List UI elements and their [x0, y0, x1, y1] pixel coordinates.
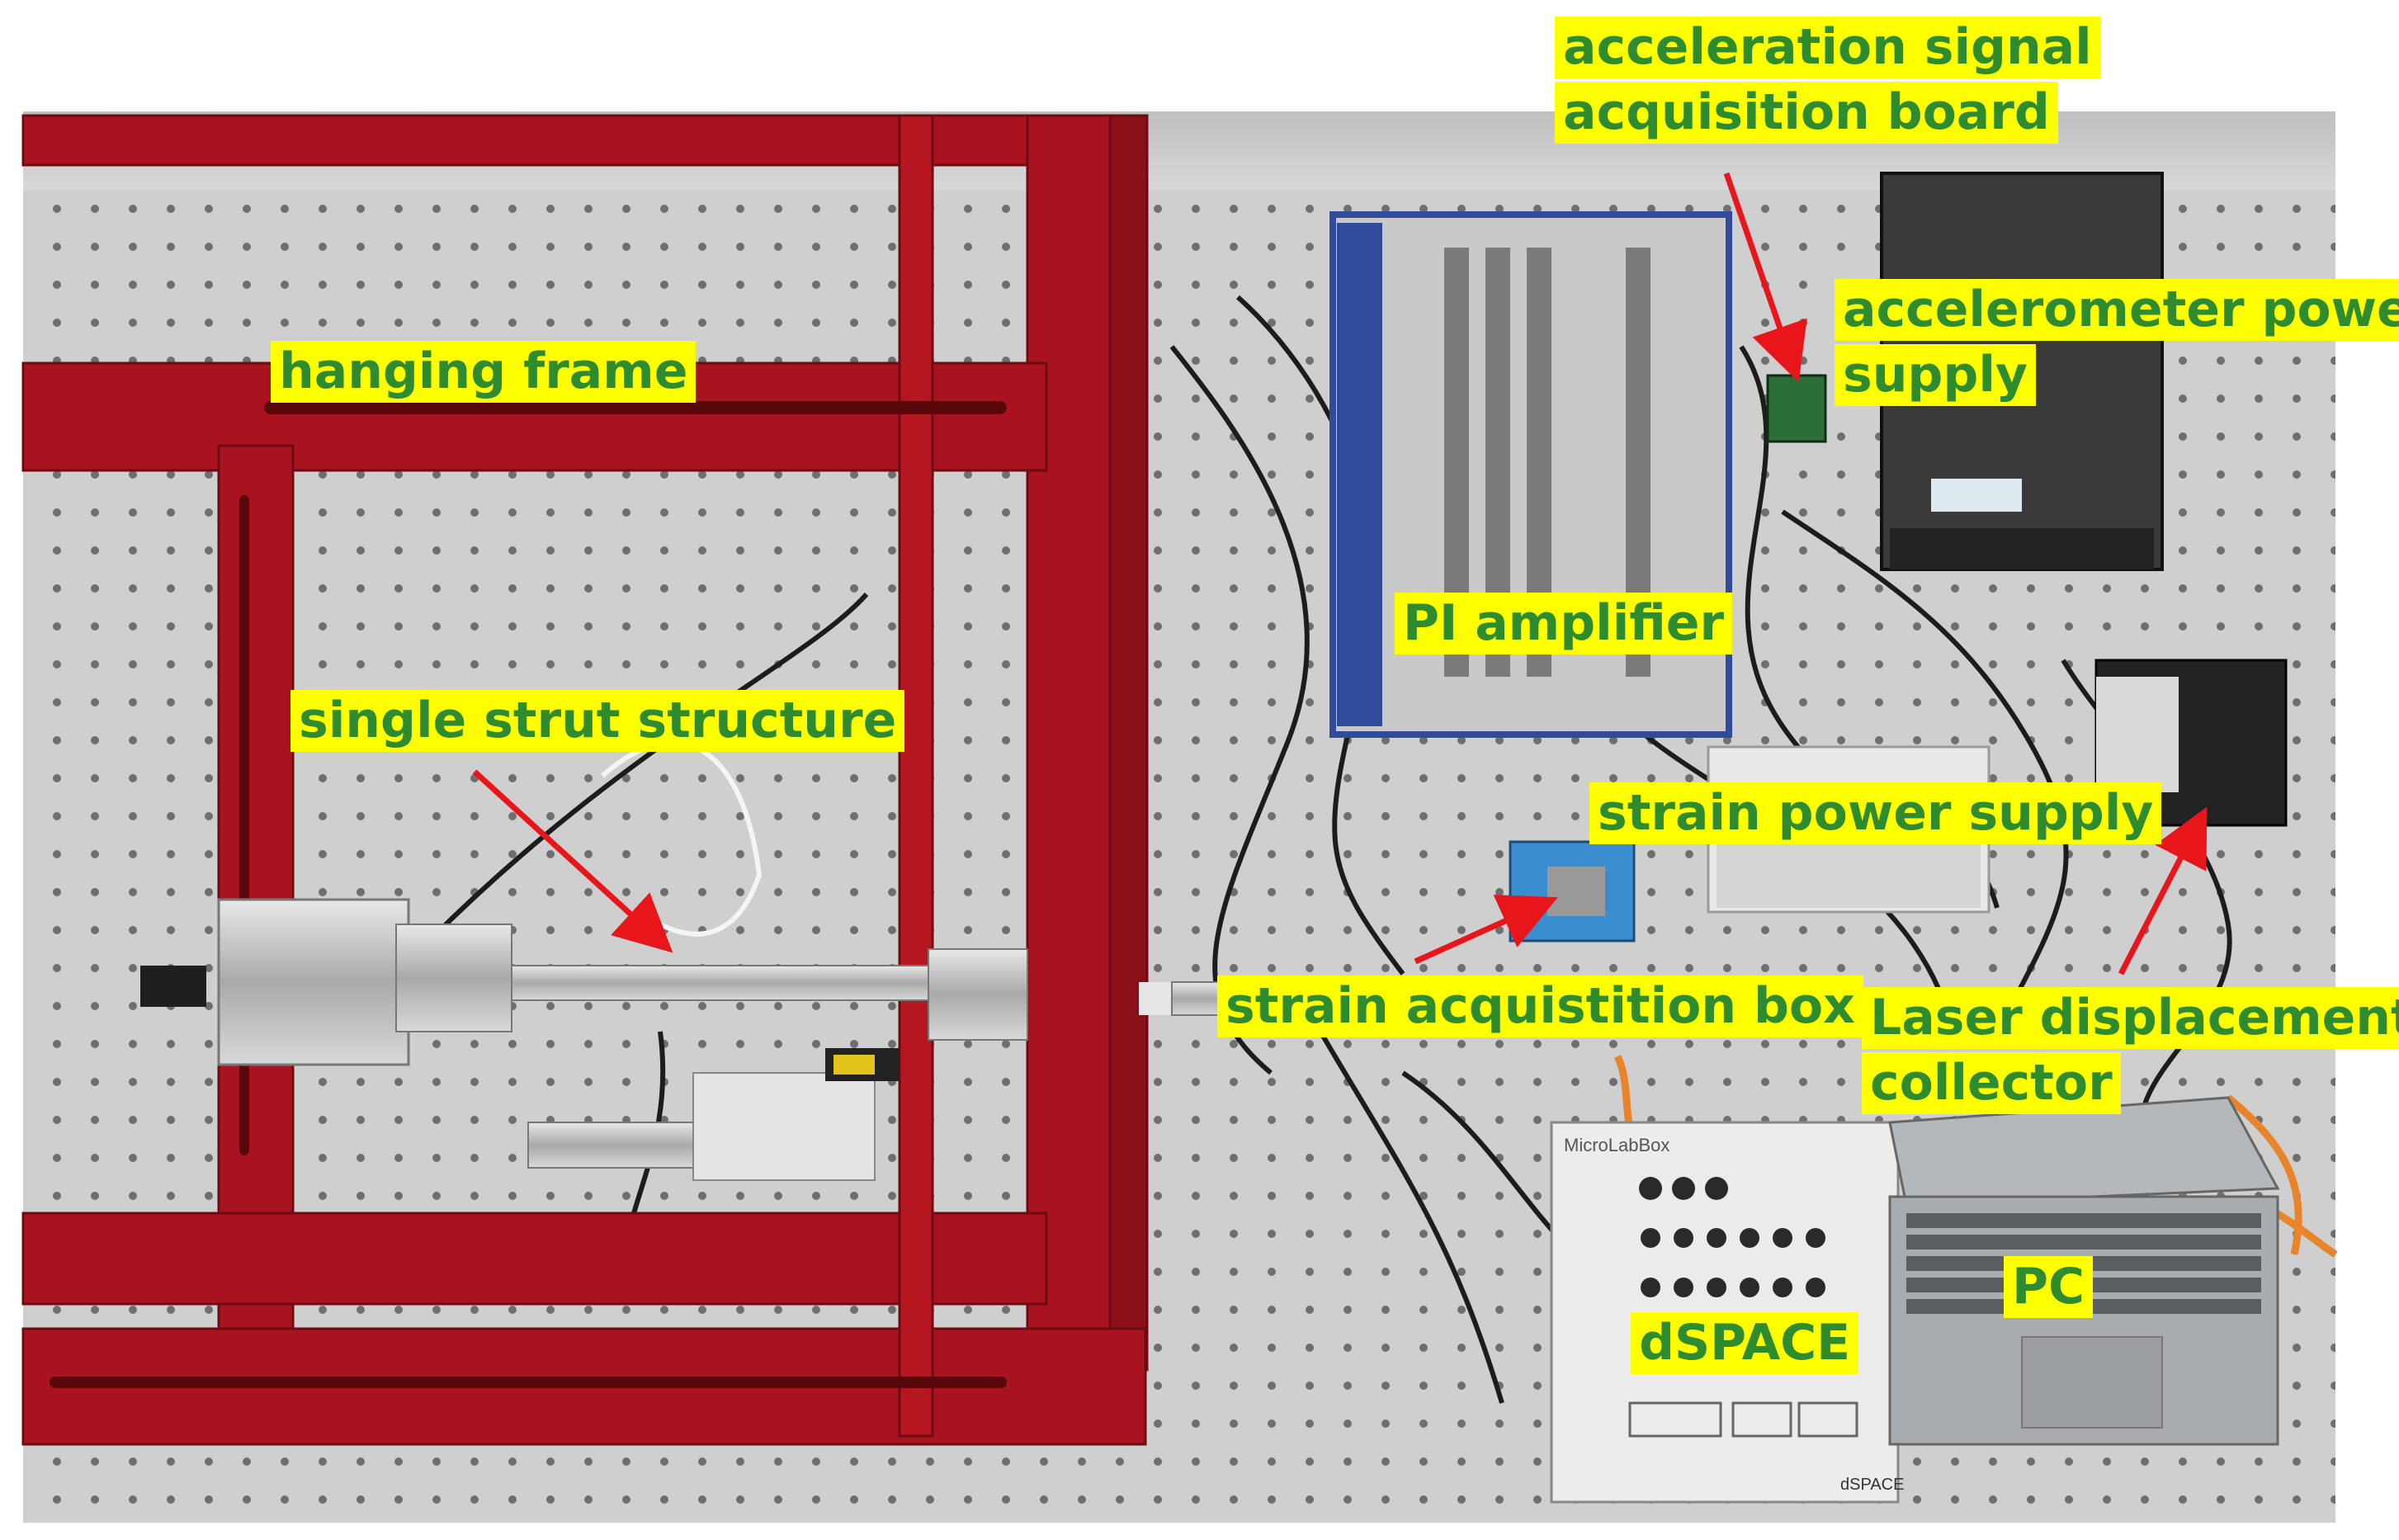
label-acceleration-board-line2: acquisition board	[1555, 81, 2058, 144]
dspace-panel-logo: dSPACE	[1840, 1476, 1904, 1494]
label-laser-displacement-collector: Laser displacement collector	[1862, 987, 2399, 1114]
pc-laptop	[1888, 1096, 2280, 1446]
label-strain-power-supply: strain power supply	[1589, 782, 2162, 844]
label-acceleration-board-line1: acceleration signal	[1555, 17, 2100, 78]
arrow-acceleration-board	[1723, 172, 1807, 383]
annotation-arrows	[472, 172, 2208, 975]
label-accelerometer-power-line1: accelerometer power	[1835, 279, 2399, 341]
arrow-strain-box	[1414, 895, 1558, 965]
arrow-laser-collector	[2118, 806, 2208, 975]
strain-acquisition-box	[1509, 840, 1636, 942]
acceleration-board	[1766, 374, 1827, 443]
label-hanging-frame: hanging frame	[271, 341, 697, 403]
label-single-strut-structure: single strut structure	[290, 690, 905, 752]
label-strain-acquisition-box: strain acquistition box	[1217, 975, 1863, 1037]
pi-amplifier	[1329, 211, 1732, 738]
label-acceleration-board: acceleration signal acquisition board	[1555, 17, 2100, 144]
label-pi-amplifier: PI amplifier	[1395, 593, 1733, 654]
label-accelerometer-power-supply: accelerometer power supply	[1835, 279, 2399, 406]
dspace-panel-brand: MicroLabBox	[1564, 1135, 1669, 1155]
label-accelerometer-power-line2: supply	[1835, 343, 2037, 406]
label-laser-collector-line1: Laser displacement	[1862, 987, 2399, 1049]
label-laser-collector-line2: collector	[1862, 1051, 2121, 1114]
label-pc: PC	[2004, 1256, 2094, 1318]
arrow-strut	[472, 769, 673, 953]
label-dspace: dSPACE	[1631, 1312, 1859, 1374]
